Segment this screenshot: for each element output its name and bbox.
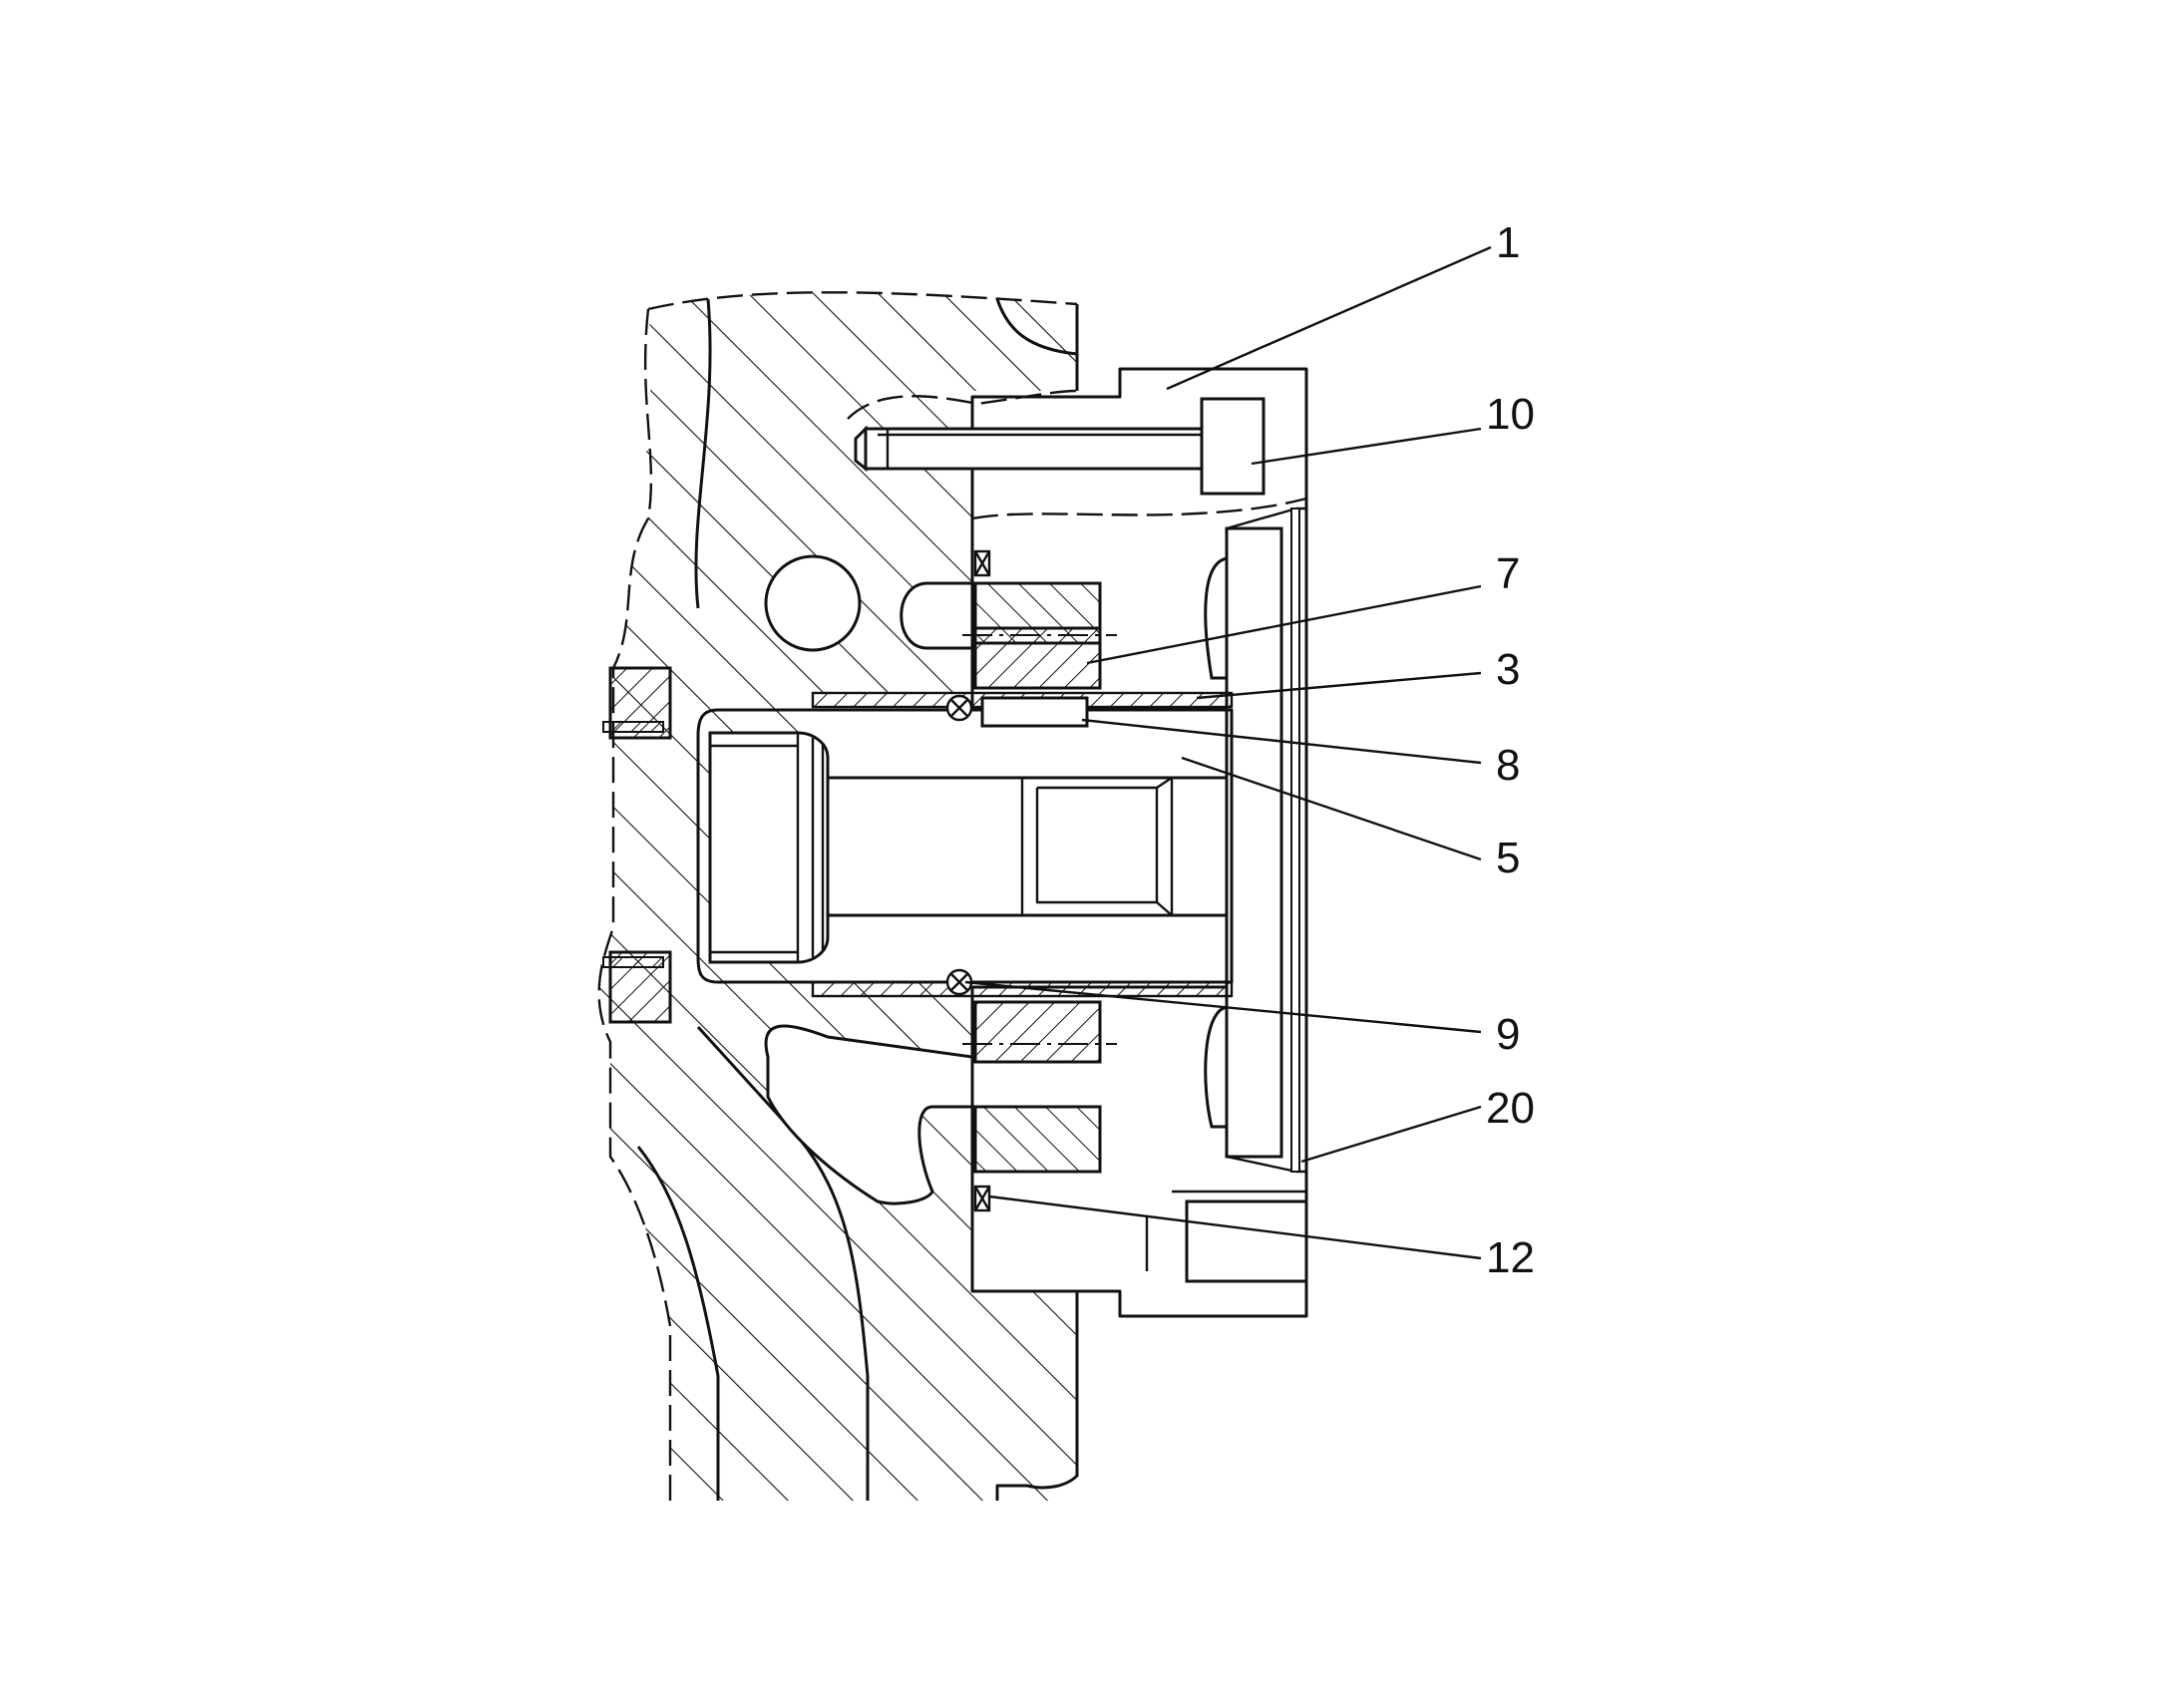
leader-7 xyxy=(1086,584,1482,665)
cover-bore-upper xyxy=(1204,556,1229,680)
bolt-tip xyxy=(854,425,868,473)
housing xyxy=(597,291,1307,1501)
callout-9: 9 xyxy=(1496,1010,1520,1059)
housing-break-line-bolt-2 xyxy=(971,497,1307,520)
leader-lines xyxy=(964,245,1492,1260)
gasket-20 xyxy=(1290,508,1300,1173)
oil-gallery-lower xyxy=(764,1024,974,1205)
housing-break-line xyxy=(647,291,1078,311)
cover-recess xyxy=(1225,526,1283,1159)
leader-20 xyxy=(1300,1105,1482,1164)
leader-5 xyxy=(1181,756,1482,861)
leader-1 xyxy=(1166,245,1492,391)
callout-10: 10 xyxy=(1486,390,1535,439)
bushing-7-lower-a xyxy=(973,1000,1102,1064)
housing-outer-edge xyxy=(995,304,1079,1501)
seal-12-lower-cross xyxy=(973,1186,991,1211)
leader-12 xyxy=(988,1195,1482,1260)
bushing-7-lower-b xyxy=(973,1105,1102,1174)
shaft xyxy=(696,694,1234,996)
bushing-7-upper-b xyxy=(973,626,1102,690)
callout-8: 8 xyxy=(1496,741,1520,790)
leader-3 xyxy=(1196,671,1482,700)
seal-12-upper-cross xyxy=(973,550,991,576)
callout-7: 7 xyxy=(1496,549,1520,598)
leader-9 xyxy=(964,980,1482,1034)
cover xyxy=(970,367,1308,1318)
oil-gallery-upper xyxy=(900,581,974,650)
bolt-head xyxy=(1200,397,1266,496)
shaft-spline-pocket xyxy=(708,731,830,964)
leader-10 xyxy=(1251,427,1482,466)
callout-1: 1 xyxy=(1496,218,1520,267)
bushing xyxy=(962,549,1117,1212)
cover-lower-boss xyxy=(1185,1199,1308,1283)
callout-12: 12 xyxy=(1486,1233,1535,1282)
callout-5: 5 xyxy=(1496,834,1520,882)
callout-20: 20 xyxy=(1486,1084,1535,1133)
cover-bore-lower xyxy=(1204,1005,1229,1129)
bolt xyxy=(854,397,1266,496)
housing-break-line-left xyxy=(597,308,672,1501)
housing-core-upper xyxy=(694,298,1078,609)
housing-break-line-bolt xyxy=(847,389,1078,420)
sleeve-3-lower xyxy=(811,980,1234,998)
o-ring-9-upper-cross xyxy=(950,699,968,717)
shaft-spline-teeth xyxy=(710,733,825,962)
key-8 xyxy=(980,696,1089,728)
shaft-5-section xyxy=(696,708,1234,984)
bearing-shim-lower xyxy=(602,956,664,968)
callout-3: 3 xyxy=(1496,645,1520,694)
leader-8 xyxy=(1081,718,1482,765)
callout-labels: 1 10 7 3 8 5 9 20 12 xyxy=(1486,218,1535,1282)
o-ring-9-lower-cross xyxy=(950,973,968,991)
housing-core-lower xyxy=(636,1025,870,1501)
cover-boss-edge xyxy=(1145,1190,1306,1271)
shaft-bore-step xyxy=(1020,777,1174,916)
oil-bore-upper xyxy=(764,554,862,652)
shaft-bore xyxy=(826,776,1229,917)
bearing-shim-upper xyxy=(602,721,664,733)
